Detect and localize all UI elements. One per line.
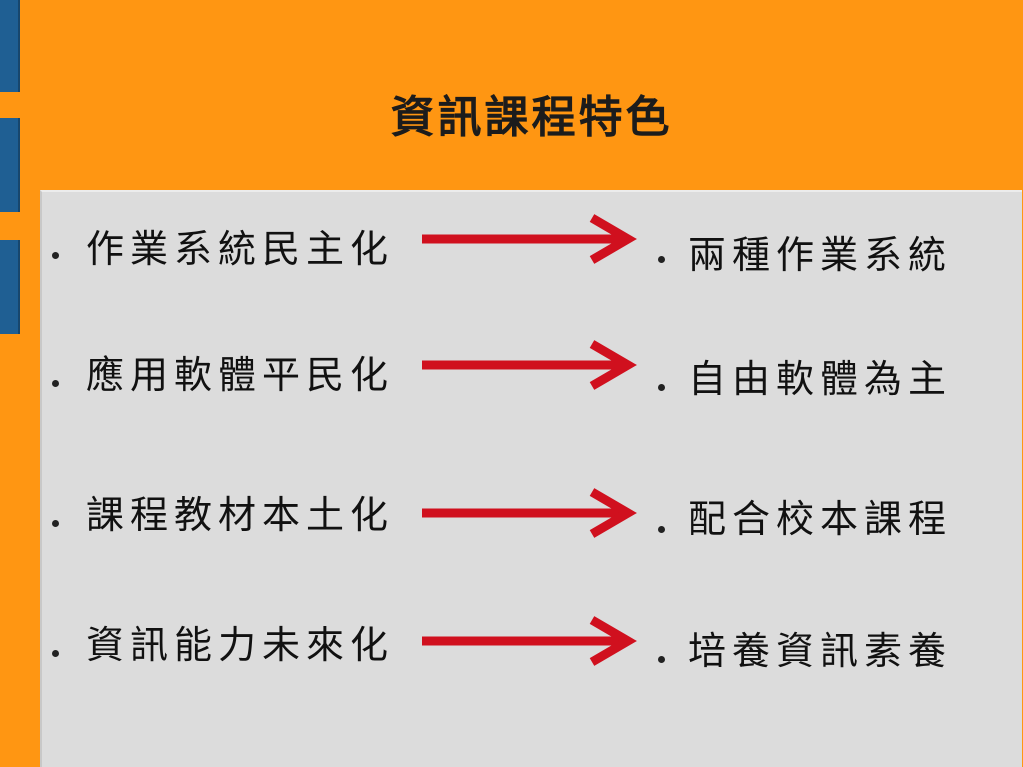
feature-result: 培養資訊素養 — [688, 629, 953, 673]
content-panel: 作業系統民主化 兩種作業系統 應用軟體平民化 自由軟體為主 課程教材本土化 配合… — [40, 190, 1022, 767]
feature-result: 配合校本課程 — [688, 497, 953, 541]
bullet-icon — [658, 526, 665, 533]
feature-label: 作業系統民主化 — [86, 227, 395, 271]
right-arrow-icon — [422, 616, 637, 666]
right-arrow-icon — [422, 340, 637, 390]
slide-title: 資訊課程特色 — [390, 92, 673, 143]
bullet-icon — [658, 656, 665, 663]
feature-row: 作業系統民主化 兩種作業系統 — [42, 212, 1023, 277]
bullet-icon — [658, 384, 665, 391]
side-tab-decoration — [0, 118, 20, 212]
bullet-icon — [52, 650, 59, 657]
bullet-icon — [52, 252, 59, 259]
right-arrow-icon — [422, 214, 637, 264]
feature-row: 應用軟體平民化 自由軟體為主 — [42, 340, 1023, 402]
right-arrow-icon — [422, 488, 637, 538]
feature-row: 資訊能力未來化 培養資訊素養 — [42, 612, 1023, 672]
side-tab-decoration — [0, 240, 20, 334]
bullet-icon — [52, 520, 59, 527]
bullet-icon — [52, 380, 59, 387]
bullet-icon — [658, 256, 665, 263]
feature-label: 課程教材本土化 — [86, 493, 395, 537]
feature-row: 課程教材本土化 配合校本課程 — [42, 482, 1023, 542]
feature-result: 兩種作業系統 — [688, 233, 953, 277]
feature-label: 資訊能力未來化 — [86, 623, 395, 667]
feature-label: 應用軟體平民化 — [86, 353, 395, 397]
feature-result: 自由軟體為主 — [688, 357, 953, 401]
side-tab-decoration — [0, 0, 20, 92]
